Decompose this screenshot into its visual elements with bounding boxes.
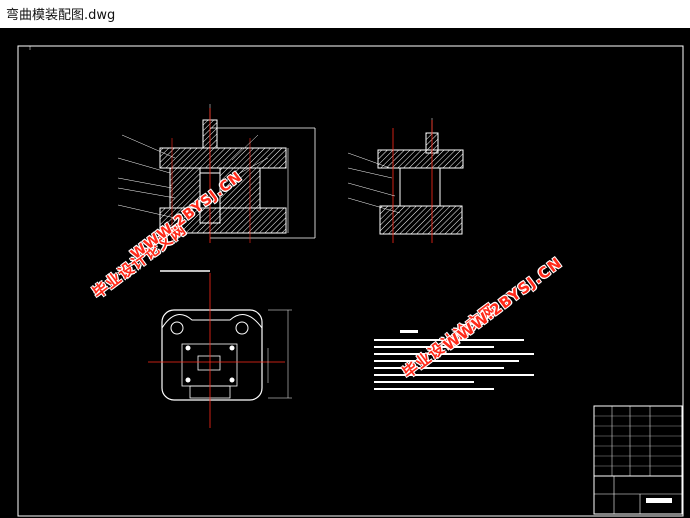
drawing-svg	[17, 45, 684, 517]
top-view	[148, 270, 292, 428]
drawing-frame	[17, 45, 684, 517]
technical-notes	[374, 330, 534, 390]
title-block	[593, 405, 683, 515]
window-titlebar: 弯曲模装配图.dwg	[0, 0, 690, 26]
file-title: 弯曲模装配图.dwg	[6, 8, 116, 23]
front-view	[117, 104, 316, 243]
side-view	[347, 118, 464, 243]
cad-drawing-canvas[interactable]: 毕业设计论文网 WWW.2BYSJ.CN 毕业设计论文网 WWW.2BYSJ.C…	[0, 28, 690, 518]
